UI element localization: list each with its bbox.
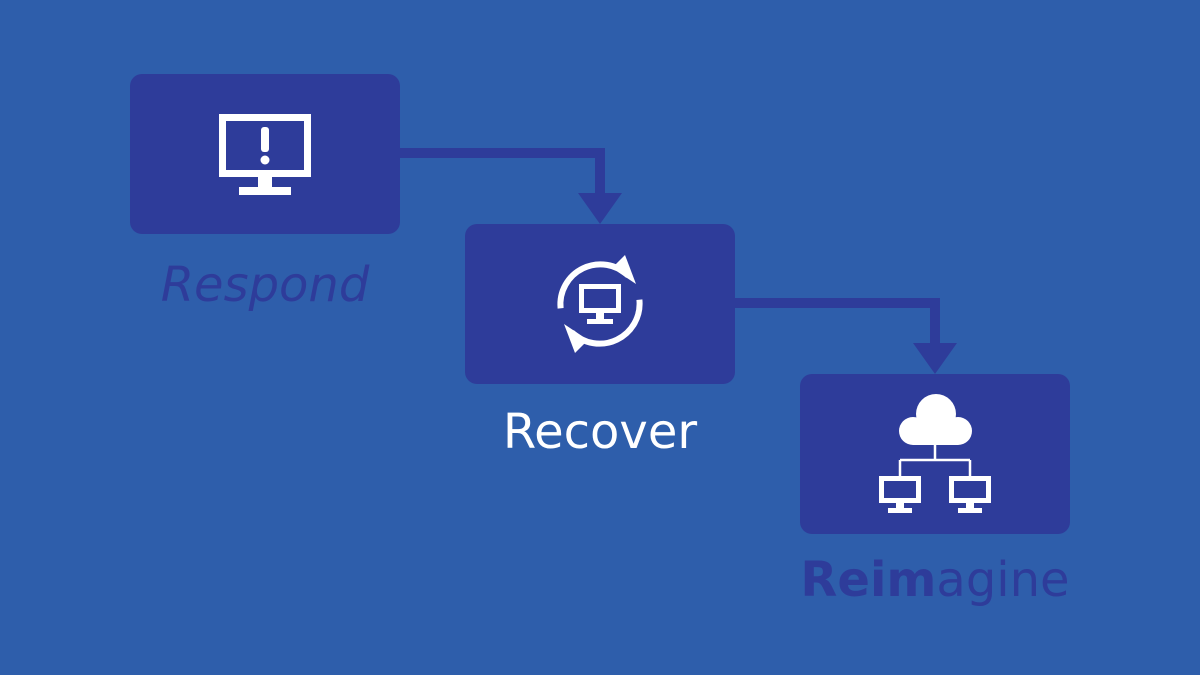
monitor-right-icon: [949, 476, 991, 513]
step-respond-label: Respond: [160, 257, 370, 313]
arrow-recover-to-reimagine: [735, 298, 957, 374]
monitor-alert-icon: [219, 114, 311, 195]
step-reimagine-label-light: agine: [936, 552, 1070, 608]
step-reimagine-label: Reimagine: [785, 550, 1085, 610]
arrow-respond-to-recover: [400, 148, 622, 224]
cloud-network-icon: [879, 394, 991, 513]
step-reimagine-label-bold: Reim: [800, 552, 937, 608]
cloud-icon: [899, 394, 972, 445]
step-respond-box: [130, 74, 400, 234]
monitor-refresh-icon: [557, 255, 643, 353]
step-reimagine-box: [800, 374, 1070, 534]
monitor-left-icon: [879, 476, 921, 513]
step-recover-label: Recover: [502, 404, 698, 460]
step-recover-box: [465, 224, 735, 384]
